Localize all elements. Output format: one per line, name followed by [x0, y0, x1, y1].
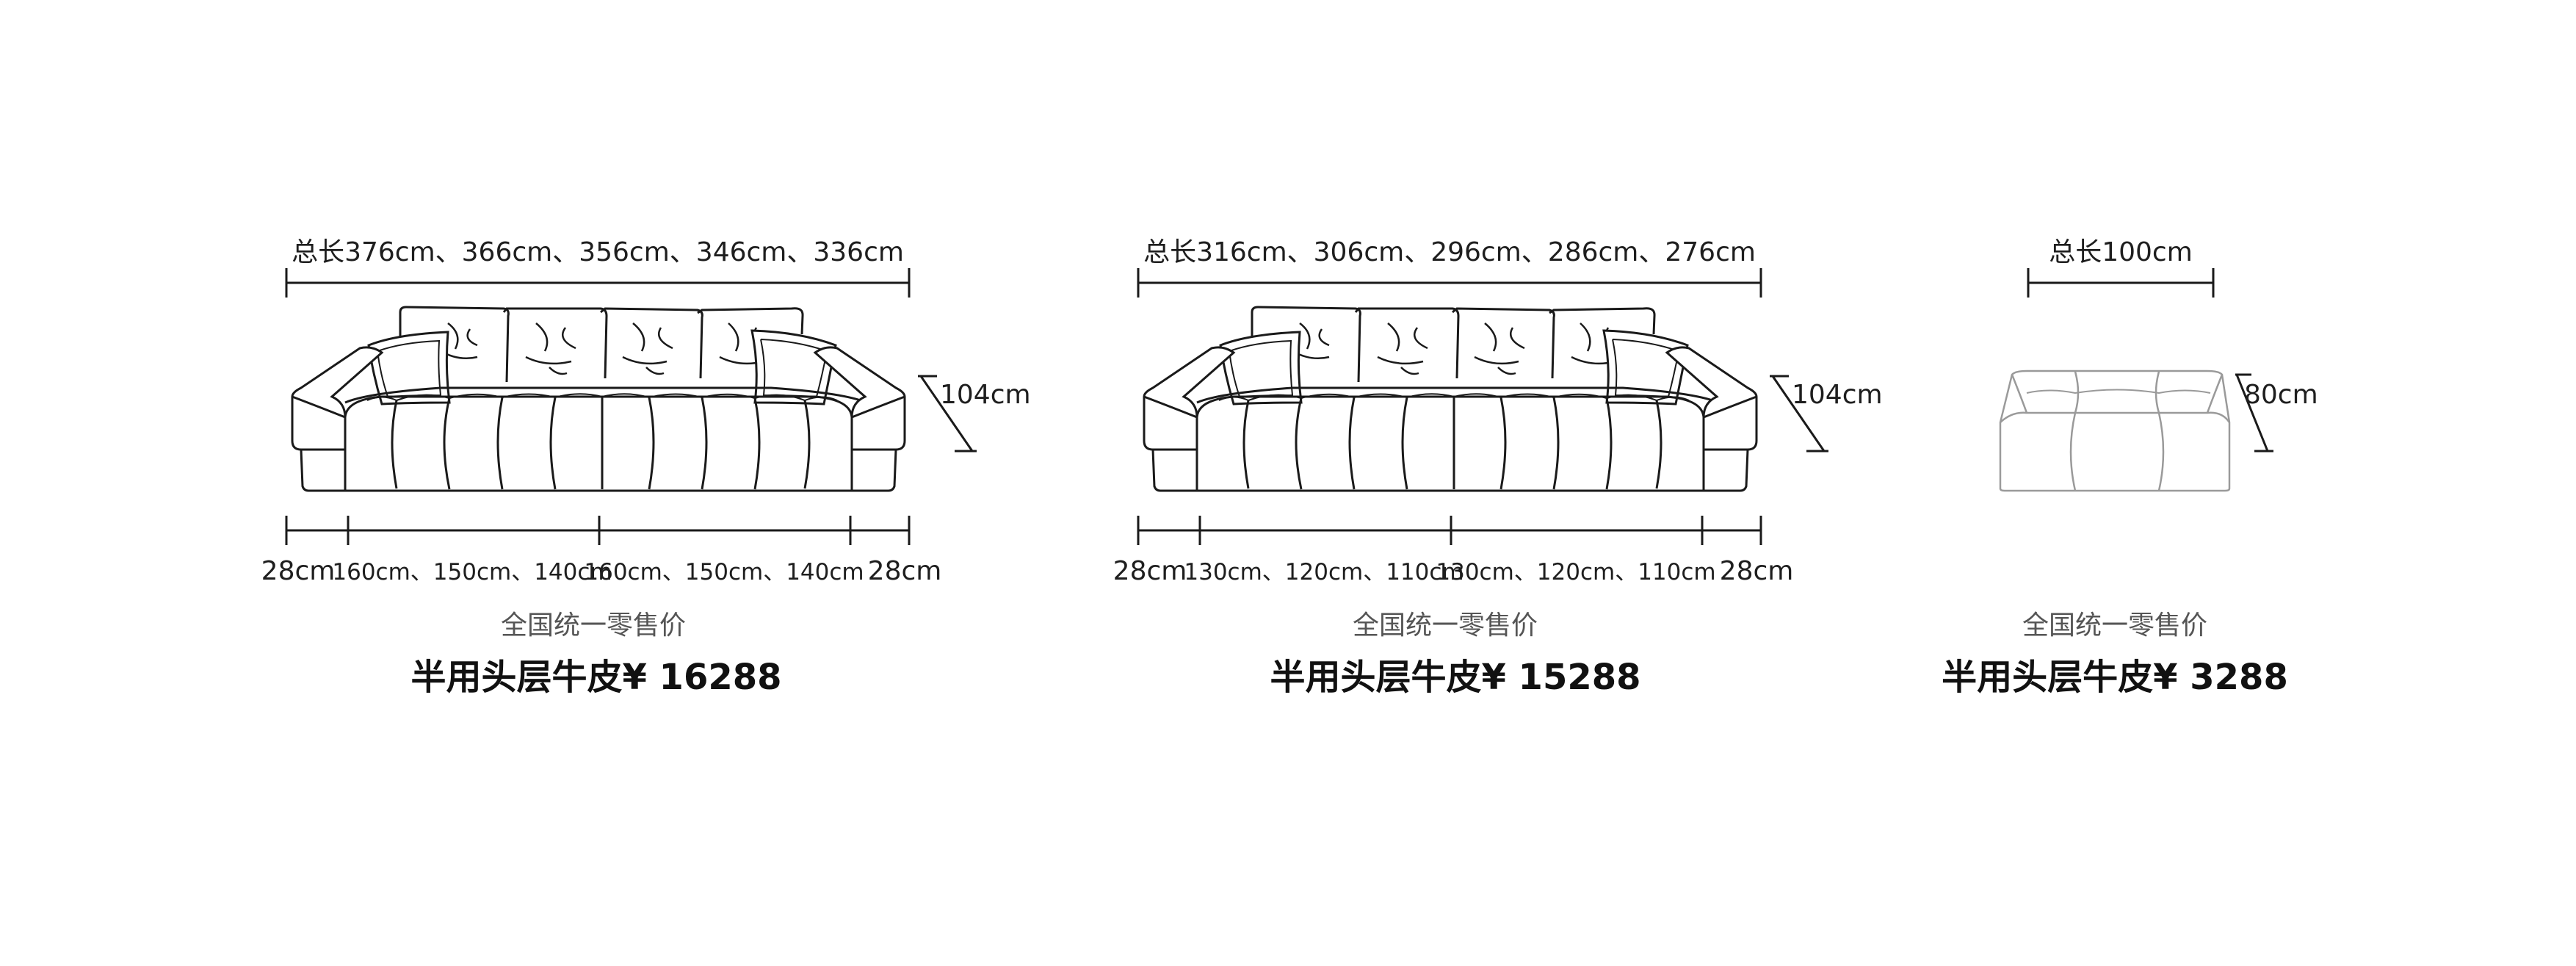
sofa-1-seat-left: 160cm、150cm、140cm — [332, 559, 612, 585]
sofa-2-arm-right: 28cm — [1719, 556, 1794, 586]
sofa-2-seat-left: 130cm、120cm、110cm — [1184, 559, 1464, 585]
sofa-2-seat-right: 130cm、120cm、110cm — [1436, 559, 1716, 585]
sofa-1-price: 半用头层牛皮¥ 16288 — [410, 657, 782, 698]
sofa-2-subtitle: 全国统一零售价 — [1352, 610, 1538, 641]
sofa-1-seat-right: 160cm、150cm、140cm — [584, 559, 864, 585]
sofa-2-price: 半用头层牛皮¥ 15288 — [1270, 657, 1641, 698]
sofa-1-total-length: 总长376cm、366cm、356cm、346cm、336cm — [292, 237, 904, 267]
ottoman-height: 80cm — [2244, 380, 2318, 410]
ottoman-price: 半用头层牛皮¥ 3288 — [1942, 657, 2288, 698]
sofa-2-drawing — [1137, 268, 1828, 545]
ottoman-drawing — [1999, 268, 2273, 492]
ottoman-subtitle: 全国统一零售价 — [2022, 610, 2208, 641]
sofa-2-total-length: 总长316cm、306cm、296cm、286cm、276cm — [1143, 237, 1756, 267]
sofa-2-height: 104cm — [1792, 380, 1883, 410]
ottoman-total-length: 总长100cm — [2049, 237, 2193, 267]
sofa-2-arm-left: 28cm — [1112, 556, 1187, 586]
sofa-1-subtitle: 全国统一零售价 — [500, 610, 687, 641]
sofa-1-arm-left: 28cm — [261, 556, 336, 586]
sofa-1-drawing — [285, 268, 977, 545]
sofa-1-height: 104cm — [940, 380, 1031, 410]
sofa-1-arm-right: 28cm — [867, 556, 942, 586]
